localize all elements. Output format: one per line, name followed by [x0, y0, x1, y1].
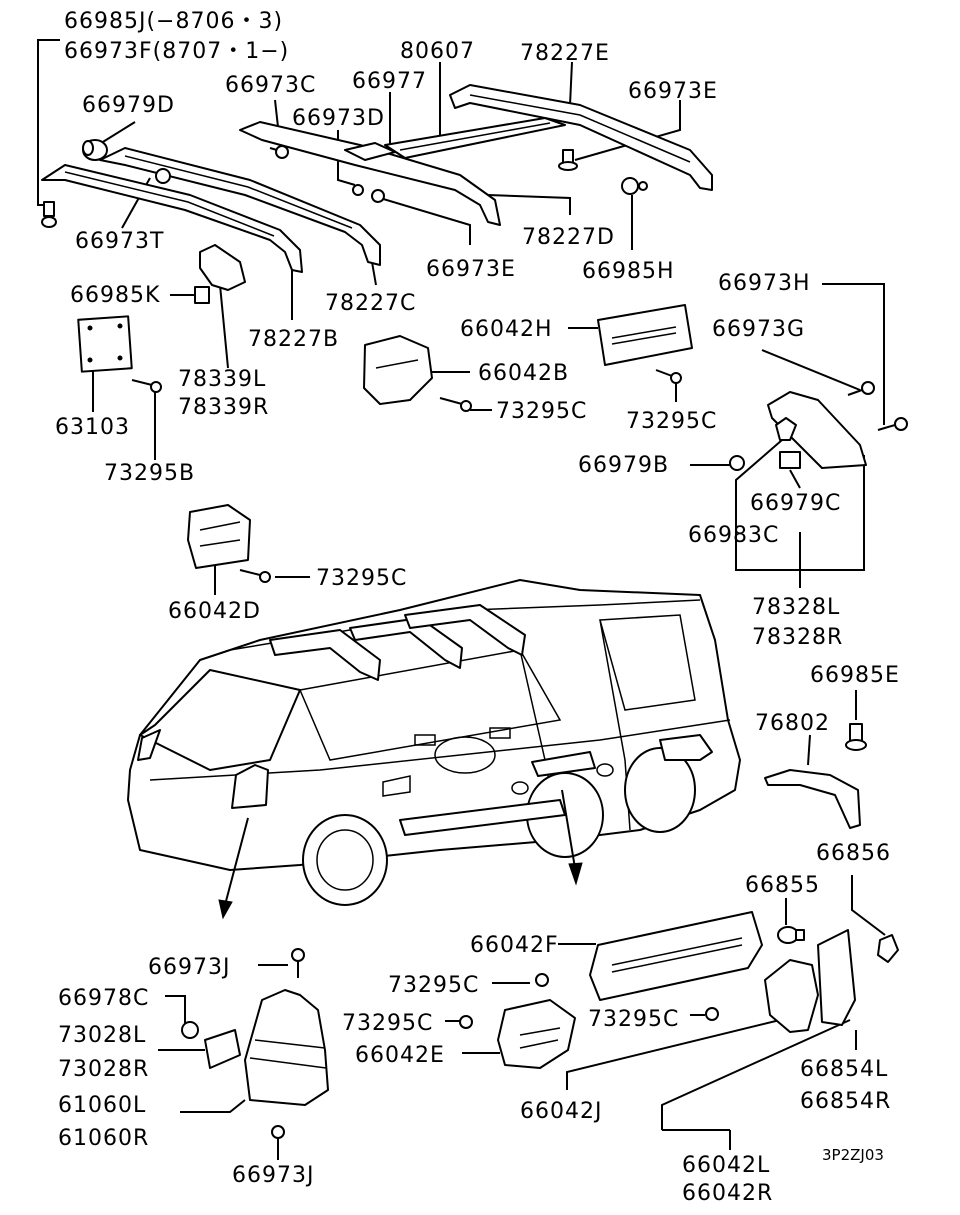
label-66973J-bottom: 66973J [232, 1163, 314, 1188]
label-73295C-c: 73295C [316, 566, 407, 591]
label-66985J: 66985J(−8706・3) [64, 9, 283, 34]
label-66042H: 66042H [460, 317, 553, 342]
label-66855: 66855 [745, 873, 820, 898]
label-73028L: 73028L [58, 1023, 146, 1048]
label-66979D: 66979D [82, 93, 175, 118]
label-78227E: 78227E [520, 41, 610, 66]
label-66042B: 66042B [478, 361, 569, 386]
leader-lines [37, 39, 886, 1160]
roof-rail-parts [41, 84, 908, 583]
lower-parts [181, 723, 899, 1139]
label-61060L: 61060L [58, 1093, 146, 1118]
label-66985E: 66985E [810, 663, 900, 688]
label-66973C: 66973C [225, 73, 316, 98]
label-66042E: 66042E [355, 1043, 445, 1068]
label-66979B: 66979B [578, 453, 669, 478]
label-66042J: 66042J [520, 1099, 602, 1124]
label-66854L: 66854L [800, 1057, 888, 1082]
label-66979C: 66979C [750, 491, 841, 516]
label-66973E-top: 66973E [628, 79, 718, 104]
label-73295C-e: 73295C [342, 1011, 433, 1036]
label-78328L: 78328L [752, 595, 840, 620]
label-61060R: 61060R [58, 1126, 149, 1151]
label-78339L: 78339L [178, 367, 266, 392]
label-66983C: 66983C [688, 523, 779, 548]
label-63103: 63103 [55, 415, 130, 440]
label-66985K: 66985K [70, 283, 160, 308]
label-66985H: 66985H [582, 259, 675, 284]
label-66973G: 66973G [712, 317, 805, 342]
figure-code: 3P2ZJ03 [822, 1146, 884, 1164]
label-73295C-d: 73295C [388, 973, 479, 998]
vehicle-body [127, 579, 741, 906]
label-78227B: 78227B [248, 327, 339, 352]
label-66854R: 66854R [800, 1089, 891, 1114]
label-73295C-a: 73295C [496, 399, 587, 424]
label-66856: 66856 [816, 841, 891, 866]
label-66042D: 66042D [168, 599, 261, 624]
label-76802: 76802 [755, 711, 830, 736]
label-66973E-mid: 66973E [426, 257, 516, 282]
label-66042F: 66042F [470, 933, 559, 958]
label-66042R: 66042R [682, 1181, 773, 1206]
label-66973J-top: 66973J [148, 955, 230, 980]
label-73028R: 73028R [58, 1057, 149, 1082]
label-73295C-b: 73295C [626, 409, 717, 434]
callout-arrows [218, 789, 583, 920]
label-80607: 80607 [400, 39, 475, 64]
label-78227D: 78227D [522, 225, 615, 250]
label-78339R: 78339R [178, 395, 269, 420]
label-66978C: 66978C [58, 986, 149, 1011]
label-78227C: 78227C [325, 291, 416, 316]
label-66042L: 66042L [682, 1153, 770, 1178]
label-66973T: 66973T [75, 229, 164, 254]
label-73295C-f: 73295C [588, 1007, 679, 1032]
label-73295B: 73295B [104, 461, 195, 486]
label-66973F: 66973F(8707・1−) [64, 39, 289, 64]
label-66977: 66977 [352, 69, 427, 94]
part-labels: 66985J(−8706・3) 66973F(8707・1−) 80607 78… [55, 9, 900, 1206]
label-66973H: 66973H [718, 271, 811, 296]
label-66973D: 66973D [292, 106, 385, 131]
label-78328R: 78328R [752, 625, 843, 650]
